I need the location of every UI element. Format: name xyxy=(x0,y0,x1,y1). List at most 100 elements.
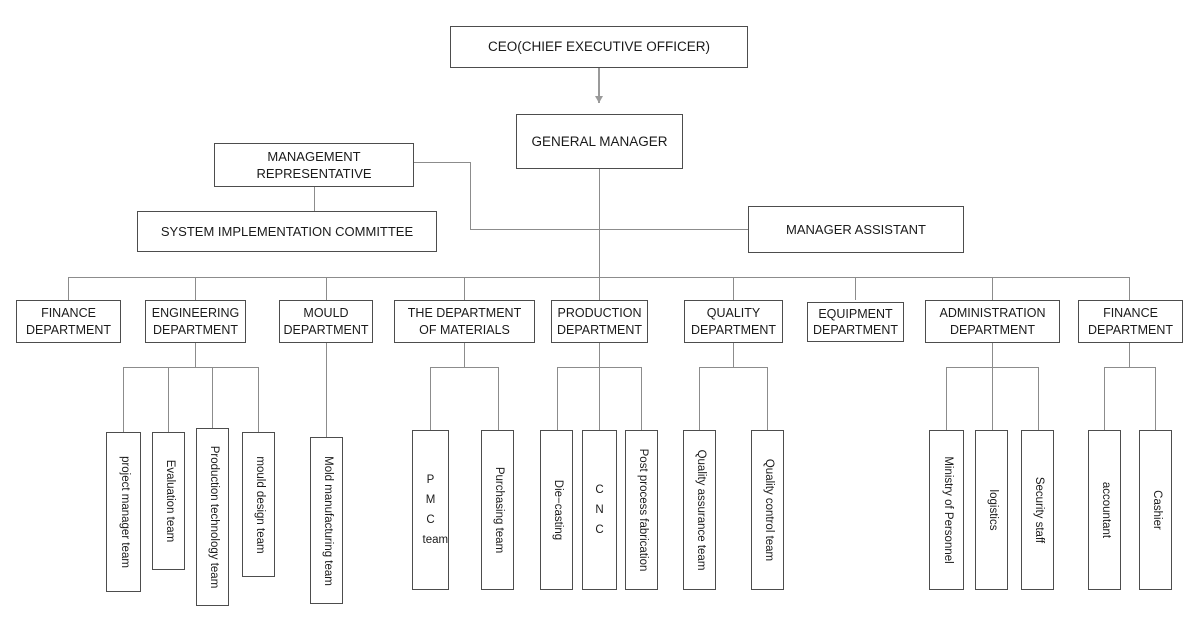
connector-mr-elbow-vertical xyxy=(470,162,471,229)
connector-production-stem xyxy=(599,343,600,367)
node-department-quality-line1: QUALITY xyxy=(706,306,761,320)
node-system-implementation-committee[interactable]: SYSTEM IMPLEMENTATION COMMITTEE xyxy=(137,211,437,252)
node-system-implementation-committee-label: SYSTEM IMPLEMENTATION COMMITTEE xyxy=(160,223,414,239)
node-team-pmc-team-label: P M C team xyxy=(422,473,449,547)
node-management-representative-line2: REPRESENTATIVE xyxy=(256,166,372,181)
node-team-security-staff[interactable]: Security staff xyxy=(1021,430,1054,590)
node-team-mold-manufacturing-team[interactable]: Mold manufacturing team xyxy=(310,437,343,604)
node-department-engineering[interactable]: ENGINEERING DEPARTMENT xyxy=(145,300,246,343)
node-department-engineering-line2: DEPARTMENT xyxy=(153,322,238,337)
node-team-evaluation-team[interactable]: Evaluation team xyxy=(152,432,185,570)
node-manager-assistant-label: MANAGER ASSISTANT xyxy=(786,221,926,237)
node-department-administration[interactable]: ADMINISTRATION DEPARTMENT xyxy=(925,300,1060,343)
node-team-die-casting[interactable]: Die−casting xyxy=(540,430,573,590)
connector-mould-to-mold-manufacturing-team xyxy=(326,343,327,437)
node-team-mold-manufacturing-team-label: Mold manufacturing team xyxy=(321,455,334,586)
connector-drop-administration xyxy=(992,277,993,300)
node-ceo[interactable]: CEO(CHIEF EXECUTIVE OFFICER) xyxy=(450,26,748,68)
node-team-logistics-label: logistics xyxy=(986,489,999,531)
node-team-quality-control-team-label: Quality control team xyxy=(762,458,775,562)
connector-engineering-stem xyxy=(195,343,196,367)
node-department-production-line2: DEPARTMENT xyxy=(557,322,642,337)
node-team-pmc-team[interactable]: P M C team xyxy=(412,430,449,590)
node-department-administration-line2: DEPARTMENT xyxy=(950,322,1035,337)
connector-engineering-bus xyxy=(123,367,258,368)
node-management-representative[interactable]: MANAGEMENT REPRESENTATIVE xyxy=(214,143,414,187)
node-team-purchasing-team-label: Purchasing team xyxy=(492,466,505,554)
connector-drop-quality xyxy=(733,277,734,300)
node-team-cnc-label: C N C xyxy=(595,483,604,537)
node-department-materials[interactable]: THE DEPARTMENT OF MATERIALS xyxy=(394,300,535,343)
node-department-mould[interactable]: MOULD DEPARTMENT xyxy=(279,300,373,343)
connector-drop-engineering xyxy=(195,277,196,300)
node-department-production-line1: PRODUCTION xyxy=(557,306,642,320)
connector-drop-production xyxy=(599,277,600,300)
node-department-finance-2-line1: FINANCE xyxy=(1103,306,1158,320)
node-ceo-label: CEO(CHIEF EXECUTIVE OFFICER) xyxy=(487,39,710,55)
connector-finance-2-to-cashier xyxy=(1155,367,1156,430)
node-department-production[interactable]: PRODUCTION DEPARTMENT xyxy=(551,300,648,343)
node-team-ministry-of-personnel[interactable]: Ministry of Personnel xyxy=(929,430,964,590)
node-team-post-process-fabrication[interactable]: Post process fabrication xyxy=(625,430,658,590)
node-department-quality[interactable]: QUALITY DEPARTMENT xyxy=(684,300,783,343)
node-team-project-manager-team-label: project manager team xyxy=(118,456,131,568)
node-team-project-manager-team[interactable]: project manager team xyxy=(106,432,141,592)
connector-quality-to-quality-control-team xyxy=(767,367,768,430)
node-team-production-technology-team[interactable]: Production technology team xyxy=(196,428,229,606)
node-team-mould-design-team[interactable]: mould design team xyxy=(242,432,275,577)
connector-general-manager-spine xyxy=(599,169,600,277)
connector-materials-to-pmc-team xyxy=(430,367,431,430)
connector-administration-to-ministry-of-personnel xyxy=(946,367,947,430)
connector-finance-2-to-accountant xyxy=(1104,367,1105,430)
node-team-cnc[interactable]: C N C xyxy=(582,430,617,590)
connector-materials-bus xyxy=(430,367,498,368)
node-team-ministry-of-personnel-label: Ministry of Personnel xyxy=(941,456,954,564)
arrow-ceo-to-general-manager-stem xyxy=(598,68,600,103)
connector-elbow-to-manager-assistant xyxy=(470,229,748,230)
connector-quality-stem xyxy=(733,343,734,367)
connector-drop-materials xyxy=(464,277,465,300)
connector-quality-to-quality-assurance-team xyxy=(699,367,700,430)
node-department-mould-line1: MOULD xyxy=(303,306,349,320)
connector-engineering-to-project-manager-team xyxy=(123,367,124,432)
node-team-post-process-fabrication-label: Post process fabrication xyxy=(636,448,649,572)
node-department-finance-1[interactable]: FINANCE DEPARTMENT xyxy=(16,300,121,343)
node-department-finance-2[interactable]: FINANCE DEPARTMENT xyxy=(1078,300,1183,343)
connector-administration-to-security-staff xyxy=(1038,367,1039,430)
node-team-security-staff-label: Security staff xyxy=(1032,476,1045,544)
connector-engineering-to-production-technology-team xyxy=(212,367,213,428)
node-team-cashier[interactable]: Cashier xyxy=(1139,430,1172,590)
node-department-administration-line1: ADMINISTRATION xyxy=(939,306,1046,320)
node-team-production-technology-team-label: Production technology team xyxy=(207,445,220,589)
connector-administration-to-logistics xyxy=(992,367,993,430)
node-team-logistics[interactable]: logistics xyxy=(975,430,1008,590)
node-team-quality-assurance-team-label: Quality assurance team xyxy=(694,449,707,571)
node-department-engineering-line1: ENGINEERING xyxy=(151,306,240,320)
connector-mr-to-elbow xyxy=(414,162,470,163)
node-team-accountant-label: accountant xyxy=(1099,481,1112,539)
node-department-finance-1-line1: FINANCE xyxy=(41,306,96,320)
node-department-equipment[interactable]: EQUIPMENT DEPARTMENT xyxy=(807,302,904,342)
node-team-quality-control-team[interactable]: Quality control team xyxy=(751,430,784,590)
node-team-evaluation-team-label: Evaluation team xyxy=(163,459,176,543)
connector-mr-to-system-committee xyxy=(314,187,315,211)
node-team-mould-design-team-label: mould design team xyxy=(253,455,266,554)
node-department-equipment-line1: EQUIPMENT xyxy=(818,306,893,321)
node-management-representative-line1: MANAGEMENT xyxy=(267,148,361,164)
node-team-purchasing-team[interactable]: Purchasing team xyxy=(481,430,514,590)
connector-materials-to-purchasing-team xyxy=(498,367,499,430)
node-team-cashier-label: Cashier xyxy=(1150,490,1163,530)
node-manager-assistant[interactable]: MANAGER ASSISTANT xyxy=(748,206,964,253)
connector-finance-2-bus xyxy=(1104,367,1155,368)
node-department-materials-line2: OF MATERIALS xyxy=(419,322,510,337)
node-department-mould-line2: DEPARTMENT xyxy=(283,322,369,337)
connector-engineering-to-mould-design-team xyxy=(258,367,259,432)
node-general-manager[interactable]: GENERAL MANAGER xyxy=(516,114,683,169)
node-department-equipment-line2: DEPARTMENT xyxy=(813,323,898,337)
node-department-quality-line2: DEPARTMENT xyxy=(691,322,776,337)
node-department-materials-line1: THE DEPARTMENT xyxy=(407,306,522,320)
connector-production-to-post-process-fabrication xyxy=(641,367,642,430)
node-team-quality-assurance-team[interactable]: Quality assurance team xyxy=(683,430,716,590)
node-team-accountant[interactable]: accountant xyxy=(1088,430,1121,590)
